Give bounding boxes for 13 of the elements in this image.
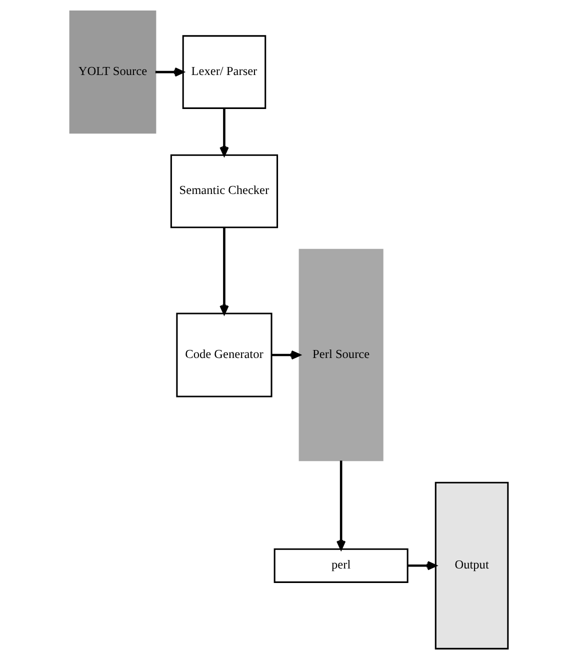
arrow — [336, 460, 346, 550]
arrow — [220, 227, 229, 315]
node-box: Perl Source — [298, 248, 384, 462]
node-box: Semantic Checker — [170, 154, 278, 228]
node-box: Output — [434, 482, 509, 650]
arrow — [272, 350, 300, 360]
node-box: Lexer/ Parser — [182, 35, 266, 109]
arrow — [155, 67, 184, 77]
node-box: YOLT Source — [69, 10, 156, 134]
arrow — [408, 561, 437, 570]
arrow — [220, 108, 229, 156]
node-box: perl — [274, 548, 408, 583]
node-box: Code Generator — [176, 312, 272, 398]
